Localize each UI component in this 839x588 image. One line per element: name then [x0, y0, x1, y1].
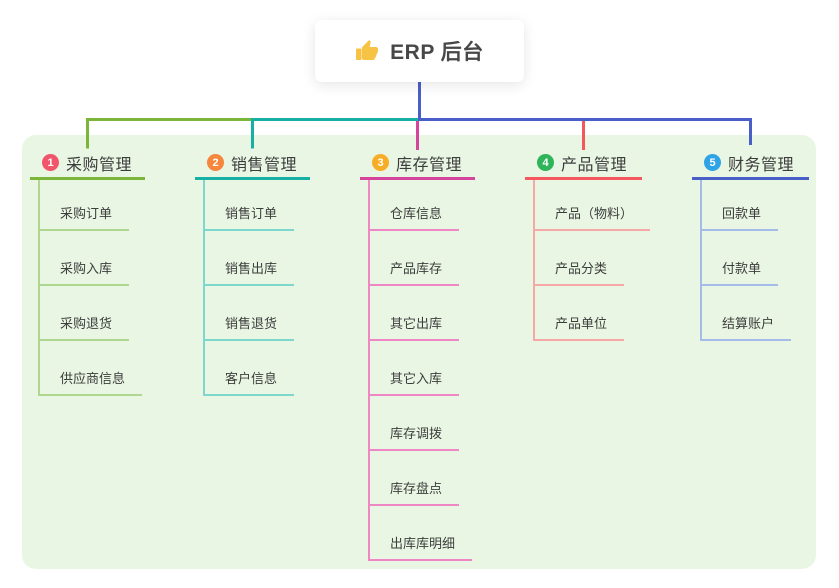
- child-label: 库存盘点: [370, 478, 460, 506]
- branch: 5 财务管理 回款单付款单结算账户: [692, 148, 809, 341]
- branch: 3 库存管理 仓库信息产品库存其它出库其它入库库存调拨库存盘点出库库明细: [360, 148, 475, 561]
- child-label: 采购入库: [40, 258, 130, 286]
- child-label: 产品单位: [535, 313, 625, 341]
- branch-header[interactable]: 3 库存管理: [360, 148, 475, 180]
- child-node[interactable]: 结算账户: [702, 286, 792, 341]
- child-node[interactable]: 产品（物料）: [535, 180, 651, 231]
- child-node[interactable]: 采购订单: [40, 180, 142, 231]
- branch: 1 采购管理 采购订单采购入库采购退货供应商信息: [30, 148, 145, 396]
- child-label: 销售退货: [205, 313, 295, 341]
- child-node[interactable]: 产品单位: [535, 286, 650, 341]
- branch-children: 回款单付款单结算账户: [700, 180, 792, 341]
- child-node[interactable]: 其它出库: [370, 286, 472, 341]
- child-label: 销售订单: [205, 203, 295, 231]
- branch-header[interactable]: 2 销售管理: [195, 148, 310, 180]
- child-label: 采购退货: [40, 313, 130, 341]
- branch-header[interactable]: 5 财务管理: [692, 148, 809, 180]
- child-label: 结算账户: [702, 313, 792, 341]
- root-node[interactable]: ERP 后台: [315, 20, 524, 82]
- branch-number-badge: 5: [704, 154, 721, 171]
- child-label: 产品库存: [370, 258, 460, 286]
- root-title: ERP 后台: [390, 41, 484, 64]
- child-node[interactable]: 库存盘点: [370, 451, 472, 506]
- child-label: 其它出库: [370, 313, 460, 341]
- child-node[interactable]: 产品库存: [370, 231, 472, 286]
- child-label: 付款单: [702, 258, 779, 286]
- child-label: 产品分类: [535, 258, 625, 286]
- child-label: 供应商信息: [40, 368, 143, 396]
- branch-children: 采购订单采购入库采购退货供应商信息: [38, 180, 143, 396]
- child-node[interactable]: 销售订单: [205, 180, 295, 231]
- branch-number-badge: 2: [207, 154, 224, 171]
- branch-children: 产品（物料） 产品分类产品单位: [533, 180, 651, 341]
- child-label: 库存调拨: [370, 423, 460, 451]
- child-label: 出库库明细: [370, 533, 473, 561]
- branch-label: 财务管理: [728, 156, 795, 174]
- child-label: 仓库信息: [370, 203, 460, 231]
- branch-label: 库存管理: [396, 156, 463, 174]
- child-node[interactable]: 采购退货: [40, 286, 142, 341]
- branch: 4 产品管理 产品（物料） 产品分类产品单位: [525, 148, 651, 341]
- branch-number-badge: 4: [537, 154, 554, 171]
- child-node[interactable]: 回款单: [702, 180, 791, 231]
- child-node[interactable]: 库存调拨: [370, 396, 472, 451]
- child-node[interactable]: 供应商信息: [40, 341, 143, 396]
- child-label: 客户信息: [205, 368, 295, 396]
- branch-label: 销售管理: [231, 156, 298, 174]
- child-node[interactable]: 其它入库: [370, 341, 472, 396]
- child-node[interactable]: 客户信息: [205, 341, 295, 396]
- child-node[interactable]: 产品分类: [535, 231, 650, 286]
- child-label: 产品（物料）: [535, 203, 651, 231]
- child-node[interactable]: 仓库信息: [370, 180, 472, 231]
- branch-children: 仓库信息产品库存其它出库其它入库库存调拨库存盘点出库库明细: [368, 180, 473, 561]
- branch-number-badge: 1: [42, 154, 59, 171]
- branch-number-badge: 3: [372, 154, 389, 171]
- branch-label: 产品管理: [561, 156, 628, 174]
- child-label: 其它入库: [370, 368, 460, 396]
- child-label: 回款单: [702, 203, 779, 231]
- branch-children: 销售订单销售出库销售退货客户信息: [203, 180, 295, 396]
- child-node[interactable]: 付款单: [702, 231, 791, 286]
- child-node[interactable]: 采购入库: [40, 231, 142, 286]
- child-node[interactable]: 销售出库: [205, 231, 295, 286]
- branch: 2 销售管理 销售订单销售出库销售退货客户信息: [195, 148, 310, 396]
- child-label: 销售出库: [205, 258, 295, 286]
- branch-header[interactable]: 4 产品管理: [525, 148, 642, 180]
- child-node[interactable]: 出库库明细: [370, 506, 473, 561]
- child-node[interactable]: 销售退货: [205, 286, 295, 341]
- mindmap-canvas-panel: [22, 135, 816, 569]
- branch-label: 采购管理: [66, 156, 133, 174]
- branch-header[interactable]: 1 采购管理: [30, 148, 145, 180]
- child-label: 采购订单: [40, 203, 130, 231]
- thumbs-up-icon: [356, 40, 379, 60]
